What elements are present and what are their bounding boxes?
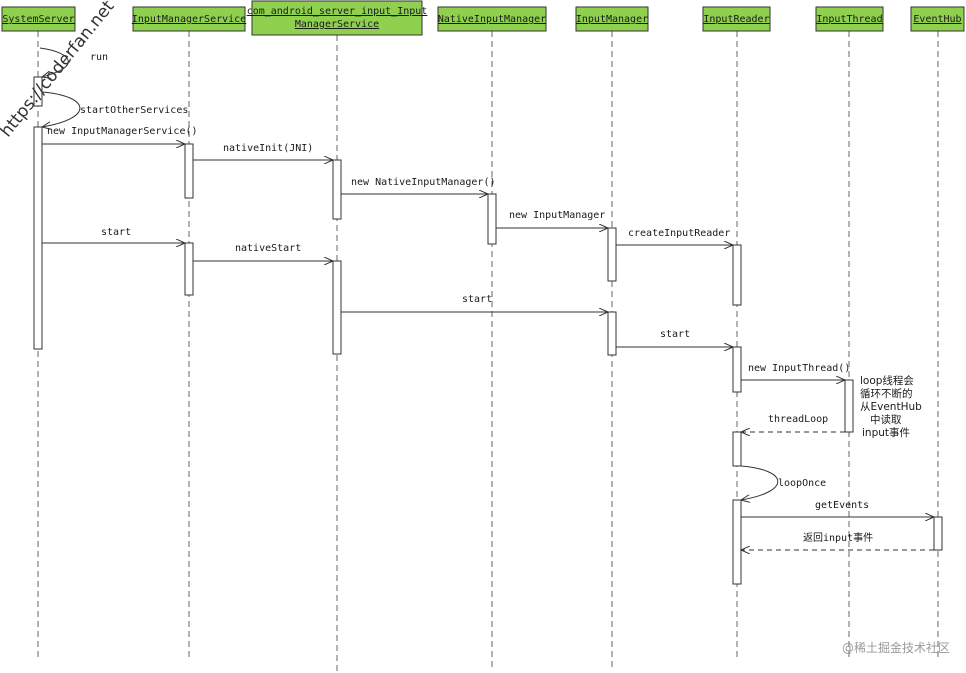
activation-bar <box>33 126 43 350</box>
activation-bar <box>732 244 742 306</box>
self-message-arrow <box>741 465 778 500</box>
participant-label-line2: ManagerService <box>295 19 379 30</box>
participant-label: InputManagerService <box>132 14 246 25</box>
message-label: start <box>660 329 690 340</box>
message-label: new InputThread() <box>748 363 850 374</box>
participant-inputthread: InputThread <box>815 6 884 32</box>
message-label: 返回input事件 <box>803 531 873 544</box>
participant-inputmanagerservice: InputManagerService <box>132 6 246 32</box>
message-label: createInputReader <box>628 228 730 239</box>
participant-nativeinputmanager: NativeInputManager <box>437 6 547 32</box>
message-label: nativeStart <box>235 243 301 254</box>
self-message-arrow <box>42 91 81 127</box>
activation-bar <box>332 260 342 355</box>
message-label: loopOnce <box>778 478 826 489</box>
participant-label-line1: com_android_server_input_Input <box>247 6 428 17</box>
participant-inputreader: InputReader <box>702 6 771 32</box>
note-line: input事件 <box>862 426 910 439</box>
message-label: nativeInit(JNI) <box>223 143 313 154</box>
message-label: new InputManagerService() <box>47 126 198 137</box>
message-label: start <box>101 227 131 238</box>
self-message-arrow <box>39 47 69 77</box>
participants: SystemServer InputManagerService com_and… <box>1 0 965 36</box>
activation-bar <box>332 159 342 220</box>
participant-systemserver: SystemServer <box>1 6 76 32</box>
activations <box>33 76 943 585</box>
participant-label: InputThread <box>816 14 882 25</box>
message-label: new NativeInputManager() <box>351 177 496 188</box>
note-line: 循环不断的 <box>860 387 913 400</box>
lifelines <box>37 31 939 673</box>
participant-label: EventHub <box>913 14 961 25</box>
messages <box>39 47 934 550</box>
participant-inputmanager: InputManager <box>575 6 649 32</box>
note-line: 中读取 <box>870 413 902 426</box>
message-label: start <box>462 294 492 305</box>
note-line: loop线程会 <box>860 374 914 387</box>
activation-bar <box>844 379 854 433</box>
message-label: startOtherServices <box>80 105 188 116</box>
participant-label: SystemServer <box>2 14 74 25</box>
activation-bar <box>487 193 497 245</box>
note-line: 从EventHub <box>860 401 922 413</box>
participant-label: InputManager <box>576 14 648 25</box>
participant-jni: com_android_server_input_Input ManagerSe… <box>247 0 428 36</box>
activation-bar <box>732 346 742 393</box>
activation-bar <box>933 516 943 551</box>
activation-bar <box>607 227 617 282</box>
participant-label: InputReader <box>703 14 769 25</box>
message-labels: run startOtherServices new InputManagerS… <box>47 52 873 544</box>
message-label: threadLoop <box>768 414 828 425</box>
activation-bar <box>184 143 194 199</box>
activation-bar <box>184 242 194 296</box>
footer-credit: @稀土掘金技术社区 <box>842 640 950 655</box>
message-label: new InputManager <box>509 210 605 221</box>
activation-bar <box>732 431 742 467</box>
activation-bar <box>33 76 43 107</box>
activation-bar <box>732 499 742 585</box>
message-label: run <box>90 52 108 63</box>
message-label: getEvents <box>815 500 869 511</box>
participant-label: NativeInputManager <box>438 14 546 25</box>
participant-eventhub: EventHub <box>910 6 965 32</box>
activation-bar <box>607 311 617 356</box>
note: loop线程会 循环不断的 从EventHub 中读取 input事件 <box>860 374 922 439</box>
